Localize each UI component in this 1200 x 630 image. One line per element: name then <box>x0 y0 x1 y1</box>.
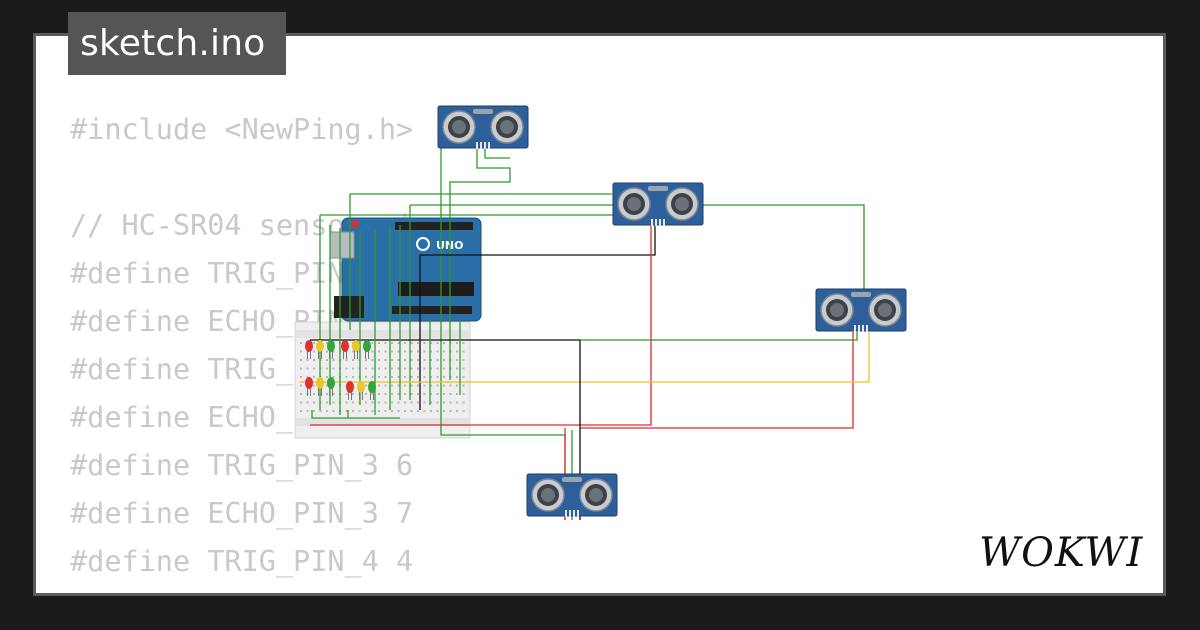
arduino-uno-board: UNO <box>329 217 482 322</box>
code-line: #define TRIG_PIN_4 4 <box>70 545 414 578</box>
ultrasonic-sensor <box>437 105 529 150</box>
ultrasonic-sensor <box>612 182 704 227</box>
code-editor: #include <NewPing.h>// HC-SR04 sensor pi… <box>70 106 448 593</box>
ultrasonic-sensor <box>815 288 907 333</box>
code-line: #define ECHO_PIN_3 7 <box>70 497 414 530</box>
file-tab[interactable]: sketch.ino <box>68 12 286 75</box>
ultrasonic-sensor <box>526 473 618 518</box>
code-line: #define TRIG_PIN_3 6 <box>70 449 414 482</box>
logo-text: WOKWI <box>979 530 1143 576</box>
wokwi-logo: WOKWI <box>979 530 1143 576</box>
code-line: #include <NewPing.h> <box>70 113 414 146</box>
